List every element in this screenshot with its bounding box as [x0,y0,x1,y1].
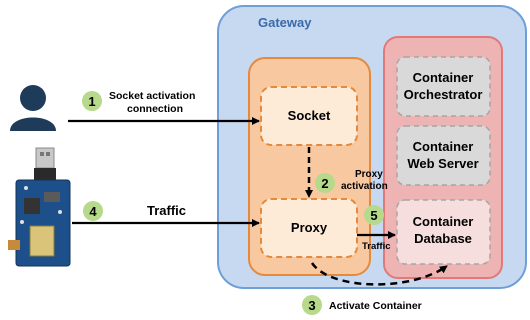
step-4-number: 4 [89,204,97,219]
socket-box [260,86,358,146]
step-3-badge [302,295,322,315]
gateway-title: Gateway [258,15,312,30]
activate-container-arrow [310,262,448,286]
container-database-box [396,199,491,265]
step-3-number: 3 [308,298,315,313]
proxy-box [260,198,358,258]
socket-label: Socket [288,108,331,123]
container-orchestrator-label-line2: Orchestrator [404,87,483,102]
step-2-badge [315,173,335,193]
container-database-label-line1: Container [413,214,474,229]
step-1-label-line2: connection [127,103,183,115]
step-2-label-line1: Proxy [355,169,383,180]
step-1-badge [82,91,102,111]
container-orchestrator-box [396,56,491,117]
container-webserver-label-line2: Web Server [407,156,478,171]
container-webserver-box [396,125,491,186]
step-2-label-line2: activation [341,181,388,192]
step-5-label: Traffic [362,241,391,252]
step-3-label: Activate Container [329,300,422,312]
step-4-badge [83,201,103,221]
container-orchestrator-label-line1: Container [413,70,474,85]
iot-device-icon [8,147,71,267]
step-5-number: 5 [370,208,377,223]
proxy-label: Proxy [291,220,328,235]
step-4-label: Traffic [147,203,186,218]
step-5-badge [364,205,384,225]
step-1-label-line1: Socket activation [109,90,195,102]
step-1-number: 1 [88,94,95,109]
user-icon [10,85,56,131]
container-webserver-label-line1: Container [413,139,474,154]
step-2-number: 2 [321,176,328,191]
container-database-label-line2: Database [414,231,472,246]
